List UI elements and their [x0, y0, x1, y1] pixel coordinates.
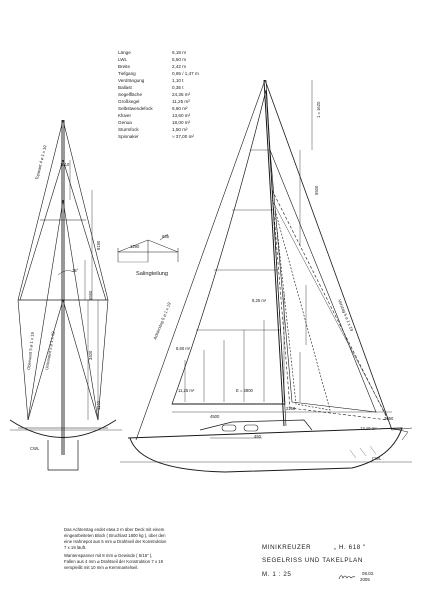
- front-view-mast: [61, 120, 65, 455]
- area-label-3: 11,25 m²: [178, 388, 195, 393]
- area-label-4: 13,10 m²: [360, 426, 377, 431]
- area-label-1: 8,25 m²: [252, 298, 267, 303]
- note-line: eingearbeiteten Block ( Bruchlast 1800 k…: [64, 533, 166, 538]
- boat-type: MINIKREUZER: [262, 544, 312, 551]
- note-line: eine Hahnepot aus 5 mm ⌀ Drahtseil der K…: [64, 539, 167, 544]
- spec-label: Ballast: [118, 85, 132, 90]
- dim-3400-label: 3400: [88, 350, 93, 360]
- area-label-2: 8,60 m²: [176, 346, 191, 351]
- salingteilung-label: Salingteilung: [136, 271, 168, 277]
- spec-value: 11,25 m²: [172, 99, 190, 104]
- spec-value: ≈ 37,00 m²: [172, 134, 194, 139]
- year-label: 2005: [360, 577, 370, 582]
- dim-6550-label: 6550: [88, 290, 93, 300]
- note-line: Das Achterstag endet etwa 2 m über Deck …: [64, 527, 165, 532]
- side-view-hull: [120, 419, 413, 473]
- note-line: Wantenspanner mit 8 mm ⌀ Gewinde ( 5/16"…: [64, 553, 153, 558]
- spec-label: Segelfläche: [118, 92, 143, 97]
- spec-value: 13,60 m²: [172, 113, 191, 118]
- front-view-shrouds: [17, 119, 109, 421]
- dim-1620-label: 1 = 1620: [316, 101, 321, 118]
- boat-name: „ H. 618 ": [334, 544, 366, 551]
- front-view-dimensions: [69, 160, 99, 420]
- dim-2800-label: E = 2800: [236, 388, 254, 393]
- note-line: verspleißt mit 10 mm ⌀ Kernmantelseil.: [64, 565, 139, 570]
- spec-label: Sturmfock: [118, 127, 139, 132]
- unterwant-label: Unterwant 5 ⌀ 1 x 19: [44, 330, 56, 370]
- dim-2250-label: 2250: [286, 406, 296, 411]
- spec-value: 5,60 m: [172, 57, 187, 62]
- saling-detail: [117, 233, 179, 263]
- headsails: [269, 149, 389, 421]
- spec-label: Selbstwendefock: [118, 106, 153, 111]
- spec-value: 24,35 m²: [172, 92, 191, 97]
- angle-label: 15°: [72, 268, 79, 273]
- cwl-left-label: CWL: [30, 446, 40, 451]
- dim-3050-label: 3050: [384, 416, 394, 421]
- dim-1290: 1290: [130, 244, 140, 249]
- spec-label: Verdrängung: [118, 78, 145, 83]
- spec-label: LWL: [118, 57, 128, 62]
- spec-value: 2,42 m: [172, 64, 187, 69]
- spec-value: 1,50 m²: [172, 127, 188, 132]
- dim-635: 635: [162, 234, 170, 239]
- spec-value: 0,35 t: [172, 85, 184, 90]
- dim-450-label: 450: [254, 434, 262, 439]
- cwl-right-label: CWL: [372, 456, 382, 461]
- achterstag-label: Achterstag 5 ⌀ 1 x 19: [152, 301, 172, 340]
- front-view-hull: [9, 419, 122, 471]
- spec-value: 6,18 m: [172, 50, 187, 55]
- spec-value: 6,60 m²: [172, 106, 188, 111]
- scale-label: M. 1 : 25: [262, 571, 292, 578]
- dim-1610-label: 1610: [60, 162, 70, 167]
- note-line: Fallen aus 4 mm ⌀ Drahtseil der Konstruk…: [64, 559, 164, 564]
- spec-value: 18,00 m²: [172, 120, 191, 125]
- spec-label: Spinnaker: [118, 134, 139, 139]
- dim-8190-label: 8190: [96, 240, 101, 250]
- side-view-dimensions: [172, 80, 392, 439]
- spec-label: Klüver: [118, 113, 132, 118]
- side-view-mast: [263, 79, 287, 427]
- dim-4500-label: 4500: [210, 414, 220, 419]
- side-view-stays: [135, 79, 393, 441]
- topwant-label: Topwant 4 ⌀ 1 x 19: [34, 144, 48, 180]
- spec-label: Genua: [118, 120, 132, 125]
- plan-title: SEGELRISS UND TAKELPLAN: [262, 557, 363, 564]
- spec-value: 1,10 t: [172, 78, 184, 83]
- dim-1140-label: 1140: [96, 400, 101, 410]
- date-label: 08.03.: [362, 571, 375, 576]
- spec-value: 0,65 / 1,47 m: [172, 71, 199, 76]
- dim-5500-label: 5500: [314, 185, 319, 195]
- note-line: 7 x 19 läuft.: [64, 545, 87, 550]
- spec-label: Tiefgang: [118, 71, 136, 76]
- mainsail: [171, 89, 286, 405]
- signature-mark: [338, 568, 356, 580]
- spec-label: Großsegel: [118, 99, 140, 104]
- oberwant-label: Oberwant 5 ⌀ 1 x 19: [26, 331, 35, 370]
- spec-label: Breite: [118, 64, 131, 69]
- spec-label: Länge: [118, 50, 131, 55]
